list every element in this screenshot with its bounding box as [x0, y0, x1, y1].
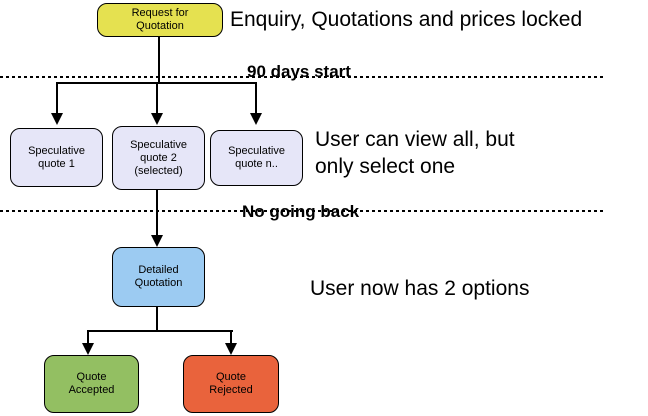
connector-line	[56, 82, 58, 114]
dotted-divider-no-going-back	[0, 210, 606, 212]
node-speculative-quote-2-selected: Speculative quote 2 (selected)	[112, 126, 205, 190]
connector-line	[255, 82, 257, 114]
arrowhead-down-icon	[225, 343, 237, 355]
node-speculative-quote-1: Speculative quote 1	[10, 128, 103, 187]
arrowhead-down-icon	[250, 113, 262, 125]
node-quote-rejected: Quote Rejected	[183, 355, 279, 413]
annotation-user-can-view-all: User can view all, but only select one	[315, 128, 515, 178]
node-label: Detailed Quotation	[134, 264, 183, 289]
node-label: Quote Rejected	[209, 371, 253, 396]
arrowhead-down-icon	[51, 113, 63, 125]
annotation-user-two-options: User now has 2 options	[310, 277, 530, 300]
arrowhead-down-icon	[151, 113, 163, 125]
arrowhead-down-icon	[82, 343, 94, 355]
connector-line	[156, 307, 158, 332]
connector-line	[156, 82, 158, 114]
annotation-90-days-start: 90 days start	[247, 62, 351, 81]
node-label: Speculative quote 2 (selected)	[130, 138, 187, 177]
dotted-divider-90-days	[0, 76, 606, 78]
node-label: Speculative quote n..	[228, 145, 285, 170]
node-label: Quote Accepted	[68, 371, 115, 396]
node-label: Request for Quotation	[131, 7, 189, 32]
connector-line	[87, 330, 89, 344]
connector-line	[230, 330, 232, 344]
arrowhead-down-icon	[151, 235, 163, 247]
node-detailed-quotation: Detailed Quotation	[112, 247, 205, 307]
annotation-no-going-back: No going back	[242, 202, 360, 221]
node-request-for-quotation: Request for Quotation	[97, 3, 223, 37]
node-label: Speculative quote 1	[28, 144, 85, 170]
connector-line	[156, 190, 158, 236]
node-quote-accepted: Quote Accepted	[44, 355, 139, 413]
connector-line	[158, 37, 160, 83]
node-speculative-quote-n: Speculative quote n..	[210, 130, 303, 186]
annotation-enquiry-locked: Enquiry, Quotations and prices locked	[230, 8, 583, 31]
connector-line	[87, 330, 233, 332]
